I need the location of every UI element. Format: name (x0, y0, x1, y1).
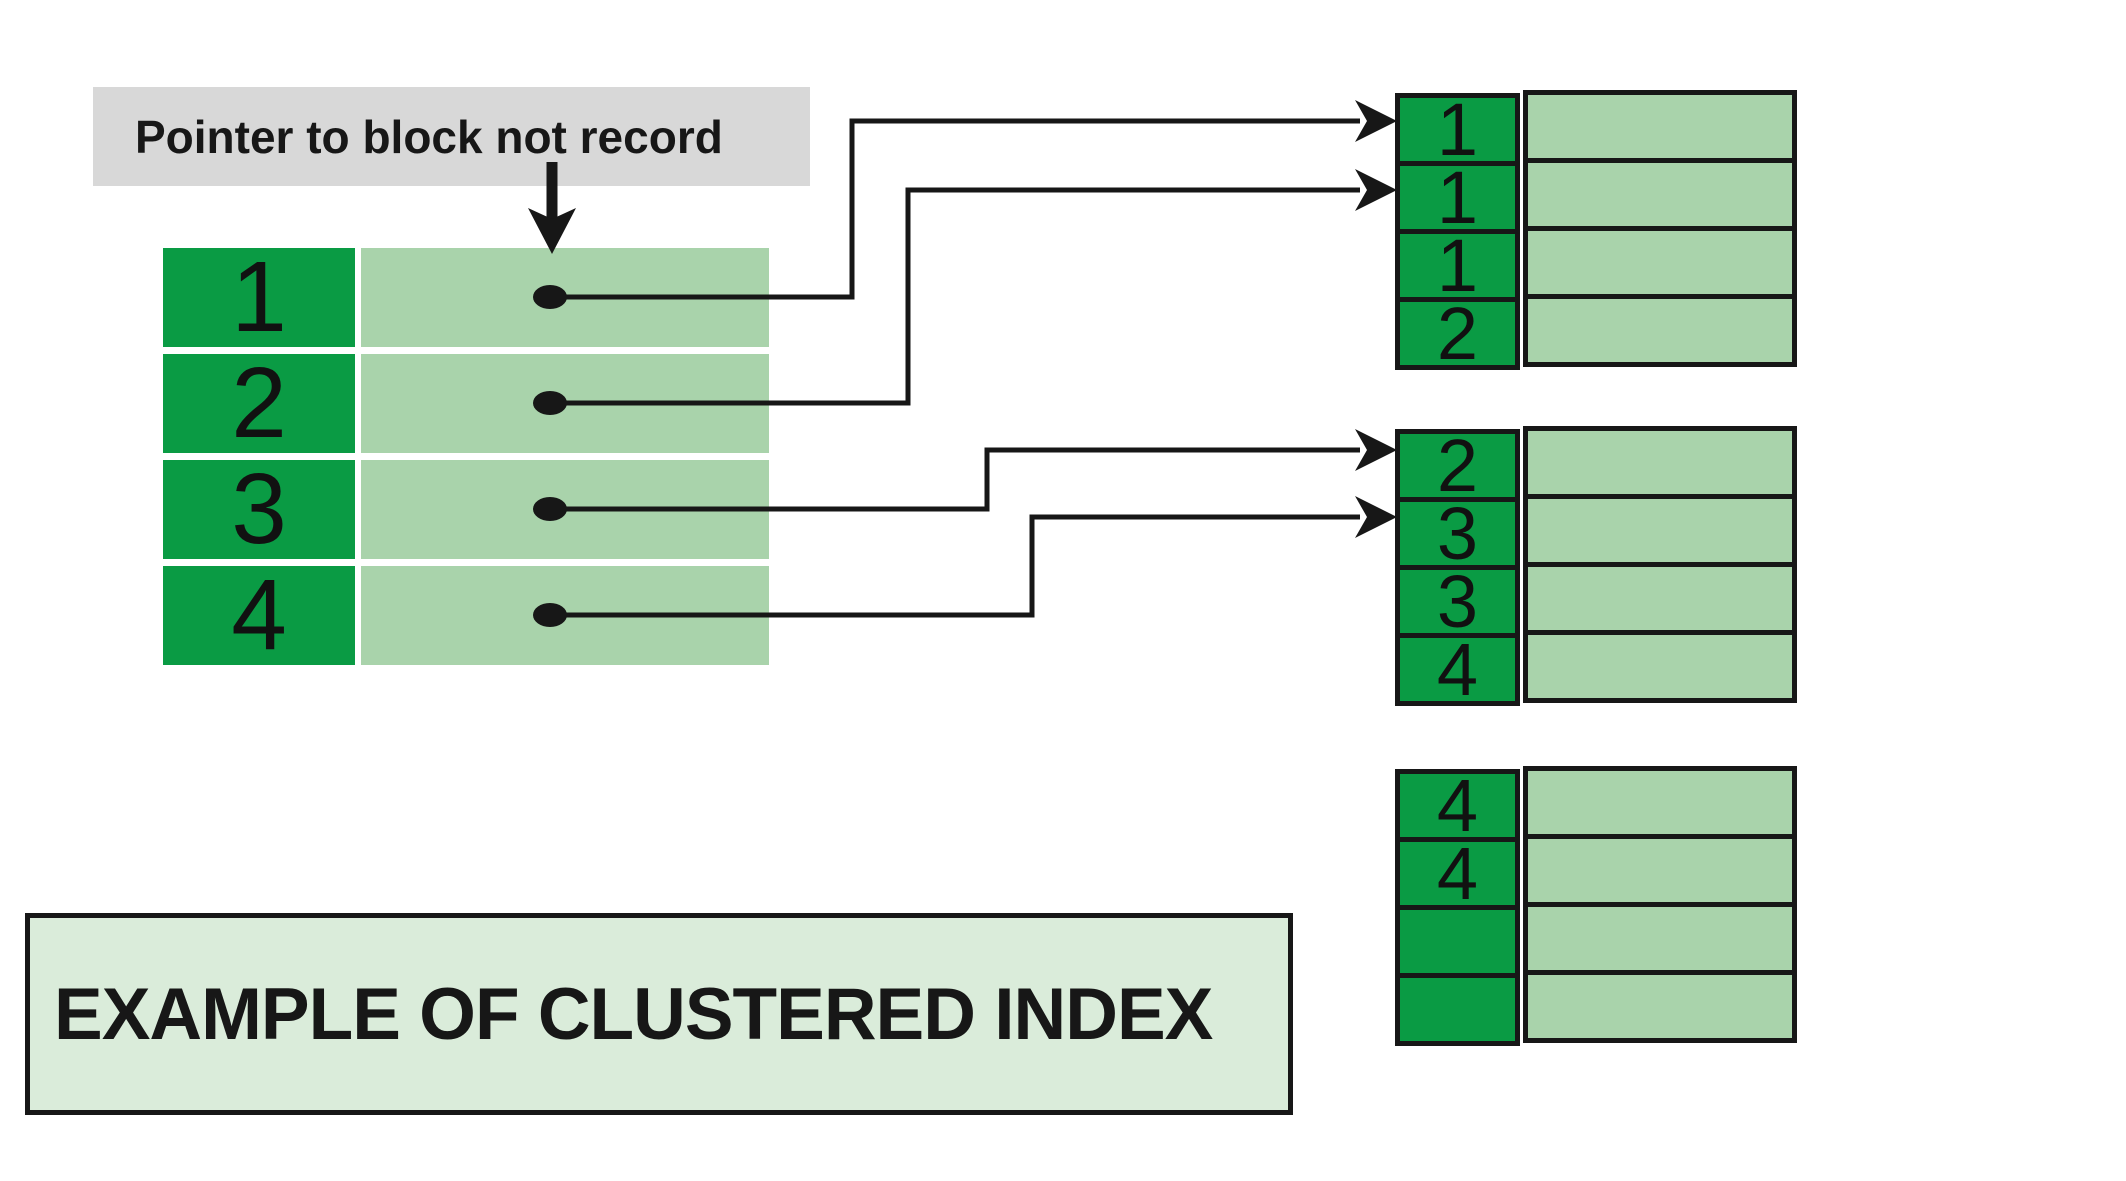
index-pointer-cell (361, 460, 769, 559)
block-data-cell (1523, 834, 1797, 907)
data-block-1: 1 1 1 2 (1395, 90, 1800, 371)
block-key-cell: 1 (1395, 161, 1520, 235)
block-row: 1 (1395, 226, 1800, 303)
data-block-2: 2 3 3 4 (1395, 426, 1800, 707)
annotation-label: Pointer to block not record (135, 110, 723, 163)
block-data-cell (1523, 294, 1797, 367)
block-key-cell: 2 (1395, 429, 1520, 503)
right-arrowhead-icon (1355, 169, 1397, 211)
index-pointer-cell (361, 566, 769, 665)
title-box: EXAMPLE OF CLUSTERED INDEX (25, 913, 1293, 1115)
block-row (1395, 902, 1800, 978)
block-key-cell: 1 (1395, 93, 1520, 167)
block-key-cell: 4 (1395, 633, 1520, 707)
block-data-cell (1523, 766, 1797, 839)
title-label: EXAMPLE OF CLUSTERED INDEX (54, 973, 1213, 1055)
block-key-cell: 2 (1395, 297, 1520, 371)
data-block-3: 4 4 (1395, 766, 1800, 1046)
block-key-cell (1395, 973, 1520, 1046)
block-row: 4 (1395, 630, 1800, 707)
block-data-cell (1523, 630, 1797, 703)
block-row: 3 (1395, 494, 1800, 571)
block-row: 2 (1395, 294, 1800, 371)
block-row: 4 (1395, 834, 1800, 911)
right-arrowhead-icon (1355, 496, 1397, 538)
right-arrowhead-icon (1355, 100, 1397, 142)
index-key-cell: 4 (163, 565, 355, 665)
block-data-cell (1523, 158, 1797, 231)
index-key-cell: 3 (163, 459, 355, 559)
block-data-cell (1523, 902, 1797, 975)
block-row: 1 (1395, 90, 1800, 167)
index-pointer-cell (361, 248, 769, 347)
block-data-cell (1523, 226, 1797, 299)
block-row (1395, 970, 1800, 1046)
block-key-cell: 4 (1395, 837, 1520, 911)
block-row: 4 (1395, 766, 1800, 843)
block-key-cell: 1 (1395, 229, 1520, 303)
index-pointer-cell (361, 354, 769, 453)
block-key-cell: 3 (1395, 565, 1520, 639)
block-row: 2 (1395, 426, 1800, 503)
block-row: 1 (1395, 158, 1800, 235)
block-data-cell (1523, 426, 1797, 499)
block-key-cell (1395, 905, 1520, 978)
block-data-cell (1523, 970, 1797, 1043)
block-row: 3 (1395, 562, 1800, 639)
right-arrowhead-icon (1355, 429, 1397, 471)
index-key-cell: 1 (163, 247, 355, 347)
block-data-cell (1523, 494, 1797, 567)
block-data-cell (1523, 90, 1797, 163)
index-key-cell: 2 (163, 353, 355, 453)
annotation-box: Pointer to block not record (93, 87, 810, 186)
block-data-cell (1523, 562, 1797, 635)
